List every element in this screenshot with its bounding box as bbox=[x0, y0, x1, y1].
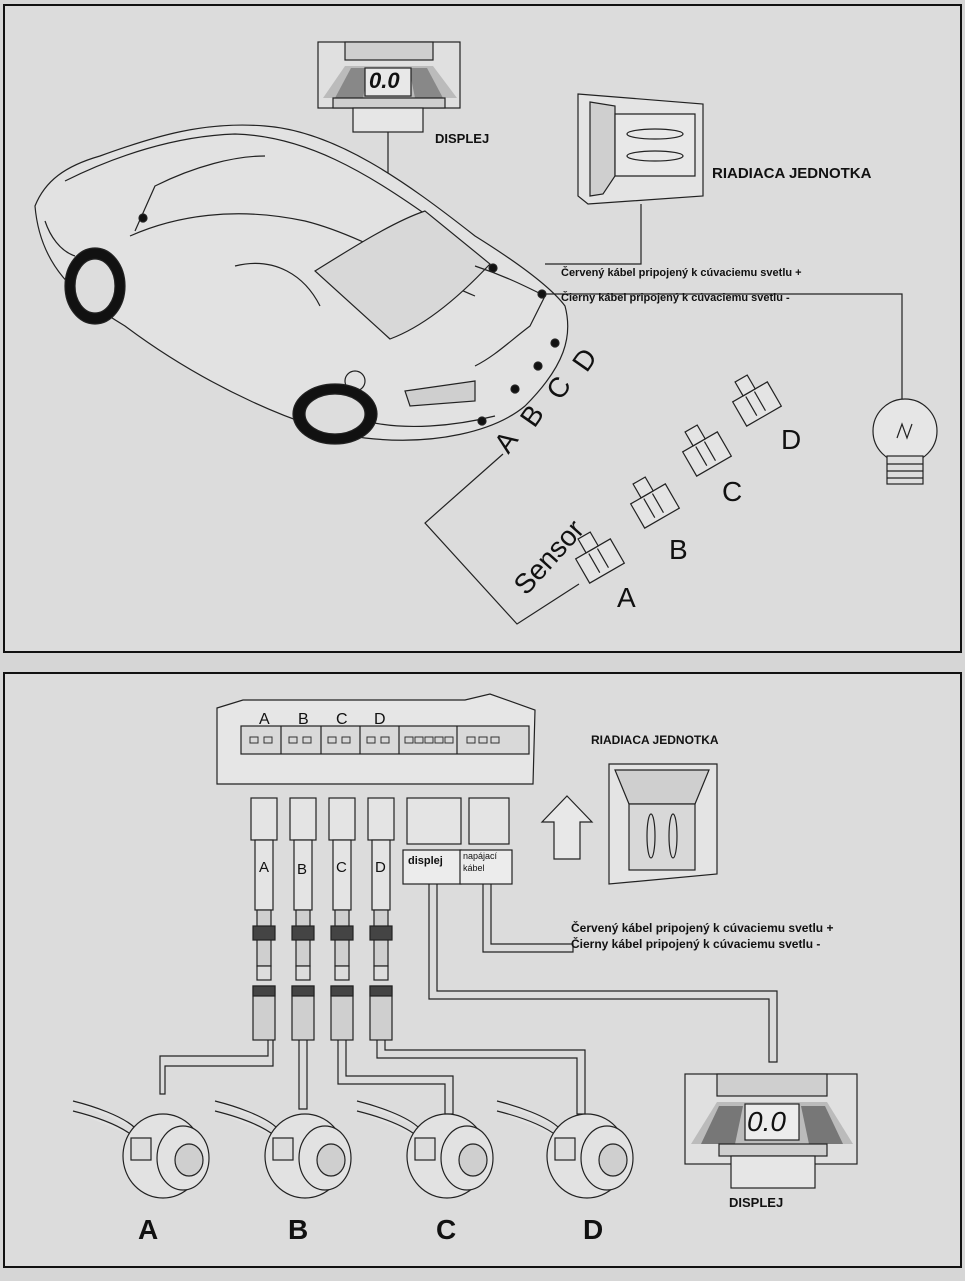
top-sensor-label-d: D bbox=[781, 424, 802, 455]
top-display-label: DISPLEJ bbox=[435, 131, 490, 146]
port-block-drawing bbox=[216, 693, 536, 785]
sensor-cables-drawing bbox=[159, 797, 586, 1115]
port-label-c: C bbox=[336, 711, 348, 728]
bottom-display-reading: 0.0 bbox=[747, 1106, 786, 1137]
control-unit-box-drawing bbox=[608, 763, 718, 885]
control-unit-drawing bbox=[545, 93, 704, 265]
ultrasonic-sensors-drawing bbox=[72, 1100, 634, 1199]
car-outline bbox=[34, 124, 569, 441]
top-black-cable-text: Čierny kábel pripojený k cúvaciemu svetl… bbox=[561, 292, 790, 304]
bottom-red-cable-text: Červený kábel pripojený k cúvaciemu svet… bbox=[571, 921, 834, 935]
port-label-b: B bbox=[298, 711, 309, 728]
bottom-display-label: DISPLEJ bbox=[729, 1195, 784, 1210]
installation-overview-panel: 0.0 DISPLEJ RIADIACA JEDNOTKA Červený ká… bbox=[3, 4, 962, 653]
display-power-cables-drawing bbox=[402, 797, 778, 1063]
bottom-control-unit-label: RIADIACA JEDNOTKA bbox=[591, 733, 719, 747]
cable-letter-b: B bbox=[297, 861, 308, 878]
power-cable-tag-line2: kábel bbox=[463, 863, 485, 873]
display-cable-tag: displej bbox=[408, 855, 443, 867]
top-sensor-label-c: C bbox=[722, 476, 743, 507]
power-cable-tag-line1: napájací bbox=[463, 851, 498, 861]
wiring-drawing bbox=[72, 693, 858, 1199]
bottom-sensor-label-a: A bbox=[138, 1214, 159, 1245]
bottom-sensor-label-d: D bbox=[583, 1214, 604, 1245]
reverse-light-bulb-drawing bbox=[872, 398, 938, 485]
cable-letter-a: A bbox=[259, 859, 270, 876]
cable-letter-c: C bbox=[336, 859, 347, 876]
car-installation-drawing bbox=[34, 41, 938, 625]
up-arrow-drawing bbox=[540, 795, 594, 860]
bottom-display-drawing bbox=[684, 1073, 858, 1189]
top-red-cable-text: Červený kábel pripojený k cúvaciemu svet… bbox=[561, 267, 802, 279]
car-wheels bbox=[64, 247, 378, 445]
top-sensor-label-b: B bbox=[669, 534, 688, 565]
top-control-unit-label: RIADIACA JEDNOTKA bbox=[712, 165, 872, 182]
car-wiring bbox=[138, 213, 903, 625]
wiring-diagram-panel: A B C D RIADIACA JEDNOTKA A B C D disple… bbox=[3, 672, 962, 1268]
port-label-a: A bbox=[259, 711, 270, 728]
top-display-reading: 0.0 bbox=[369, 68, 400, 93]
bottom-sensor-label-c: C bbox=[436, 1214, 457, 1245]
bottom-sensor-label-b: B bbox=[288, 1214, 309, 1245]
top-sensor-label-a: A bbox=[617, 582, 636, 613]
port-label-d: D bbox=[374, 711, 386, 728]
sensor-drawings bbox=[574, 374, 783, 584]
bottom-black-cable-text: Čierny kábel pripojený k cúvaciemu svetl… bbox=[571, 937, 821, 951]
cable-letter-d: D bbox=[375, 859, 386, 876]
